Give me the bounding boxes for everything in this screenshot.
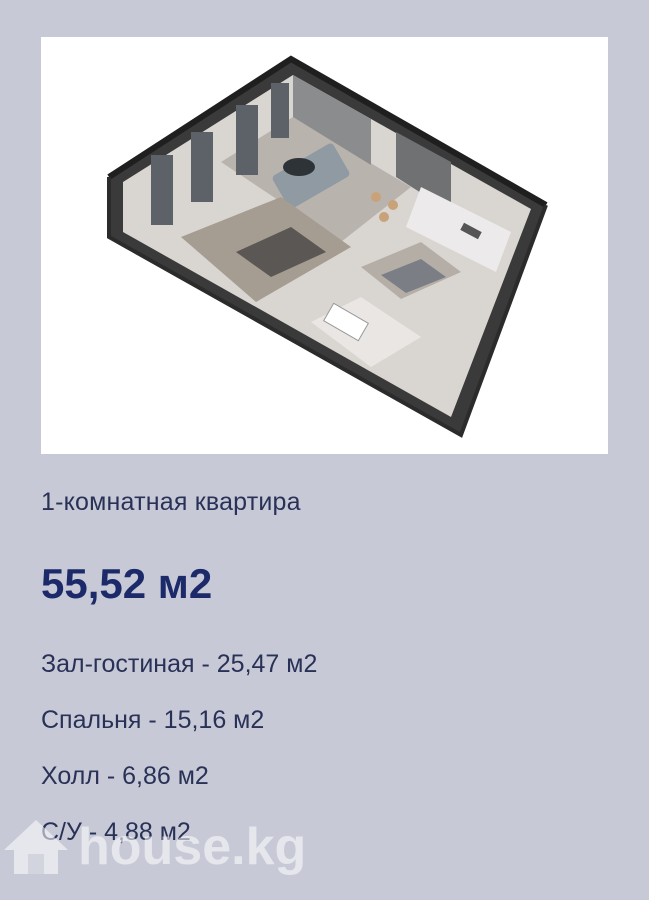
room-bathroom-area: С/У - 4,88 м2 <box>41 818 191 846</box>
watermark-text: house.kg <box>78 818 307 876</box>
house-icon <box>4 820 68 874</box>
room-living-area: Зал-гостиная - 25,47 м2 <box>41 650 318 678</box>
floor-plan-image <box>41 37 608 454</box>
room-bedroom-area: Спальня - 15,16 м2 <box>41 706 265 734</box>
watermark: house.kg <box>0 816 306 878</box>
apartment-type-title: 1-комнатная квартира <box>41 488 301 516</box>
total-area: 55,52 м2 <box>41 560 213 607</box>
room-list: Зал-гостиная - 25,47 м2 Спальня - 15,16 … <box>41 646 317 870</box>
room-hall-area: Холл - 6,86 м2 <box>41 762 209 790</box>
